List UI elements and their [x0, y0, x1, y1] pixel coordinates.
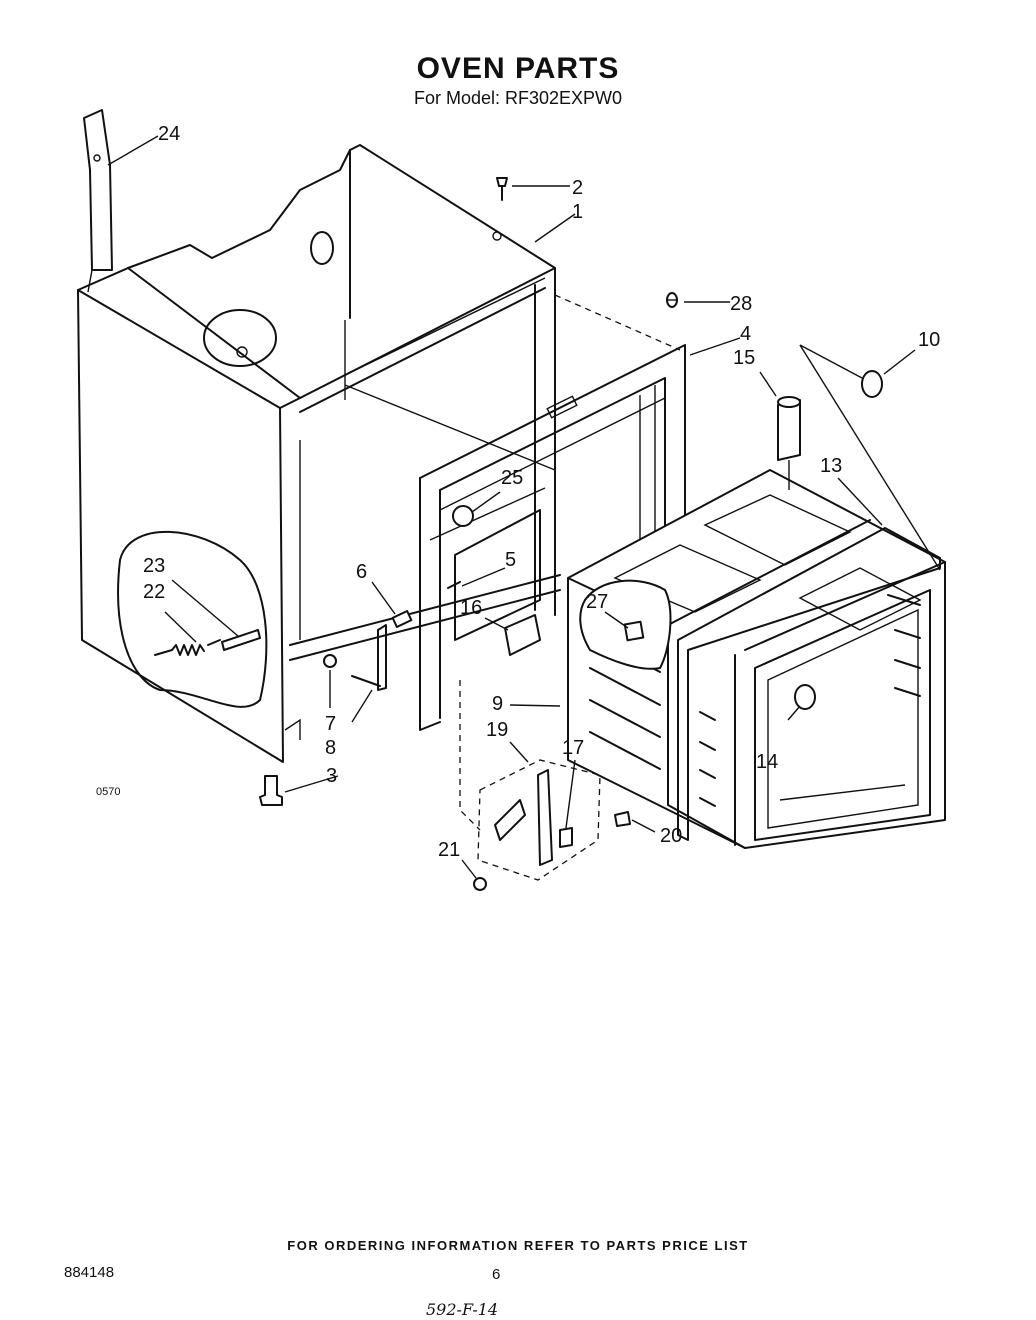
callout-24: 24 — [158, 123, 180, 145]
page-number: 6 — [492, 1266, 501, 1283]
small-parts — [83, 109, 883, 891]
ordering-note: FOR ORDERING INFORMATION REFER TO PARTS … — [287, 1238, 749, 1253]
callout-19: 19 — [486, 719, 508, 741]
page-title: OVEN PARTS — [416, 52, 620, 85]
callout-labels: 24 2 1 28 4 15 10 13 14 25 5 6 16 7 8 3 … — [143, 123, 940, 861]
callout-8: 8 — [325, 737, 336, 759]
callout-28: 28 — [730, 293, 752, 315]
callout-2: 2 — [572, 177, 583, 199]
callout-20: 20 — [660, 825, 682, 847]
callout-3: 3 — [326, 765, 337, 787]
callout-23: 23 — [143, 555, 165, 577]
callout-1: 1 — [572, 201, 583, 223]
callout-22: 22 — [143, 581, 165, 603]
model-subtitle: For Model: RF302EXPW0 — [413, 88, 623, 108]
oven-cabinet — [77, 144, 681, 763]
oven-liner — [567, 469, 946, 849]
callout-7: 7 — [325, 713, 336, 735]
callout-25: 25 — [501, 467, 523, 489]
callout-17: 17 — [562, 737, 584, 759]
callout-15: 16 — [460, 597, 482, 619]
document-number: 884148 — [64, 1264, 115, 1281]
callout-21: 21 — [438, 839, 460, 861]
callout-10: 10 — [918, 329, 940, 351]
handwritten-note: 592-F-14 — [426, 1300, 499, 1319]
callout-9: 9 — [492, 693, 503, 715]
callout-6: 6 — [356, 561, 367, 583]
leader-lines — [107, 135, 941, 879]
callout-13: 13 — [820, 455, 842, 477]
callout-16: 15 — [733, 347, 755, 369]
figure-code: 0570 — [96, 786, 121, 798]
callout-4: 4 — [740, 323, 751, 345]
callout-14: 14 — [756, 751, 778, 773]
callout-27: 27 — [586, 591, 608, 613]
callout-5: 5 — [505, 549, 516, 571]
